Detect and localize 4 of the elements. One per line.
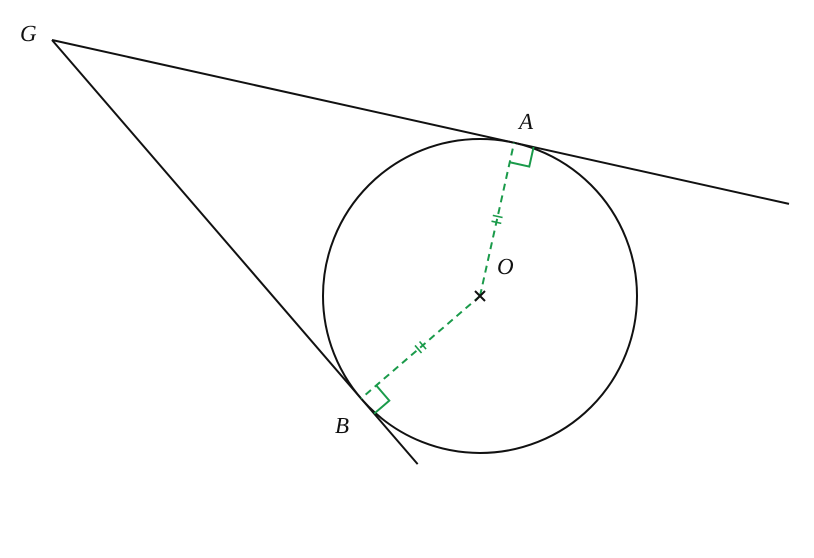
point-label: O [497, 255, 514, 278]
point-label: B [335, 414, 350, 437]
point-label: A [519, 110, 534, 133]
point-label: G [20, 22, 37, 45]
